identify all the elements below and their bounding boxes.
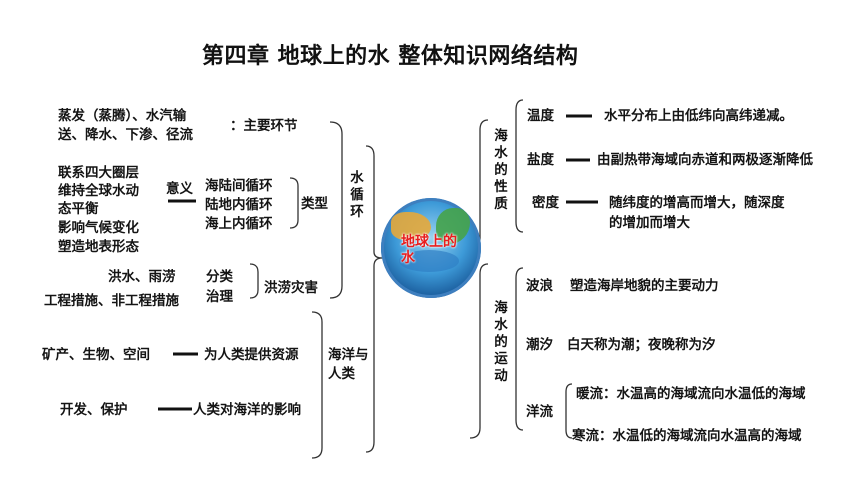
left-main-brace <box>365 145 383 453</box>
significance-item: 维持全球水动 <box>58 183 139 199</box>
globe-land <box>391 212 431 240</box>
flood-mid-governance: 治理 <box>206 289 233 305</box>
significance-item: 影响气候变化 <box>58 220 139 236</box>
ocean-human-label-line1: 海洋与 <box>328 347 369 363</box>
flood-mid-category: 分类 <box>206 269 233 285</box>
ocean-human-brace <box>311 311 323 459</box>
density-desc-line2: 的增加而增大 <box>609 215 690 231</box>
motion-brace <box>515 267 524 431</box>
tides-name: 潮汐 <box>526 337 553 353</box>
density-desc: 随纬度的增高而增大，随深度 <box>609 195 785 211</box>
motion-outer-brace <box>469 263 489 439</box>
currents-name: 洋流 <box>526 404 553 420</box>
significance-label: 意义 <box>166 181 193 197</box>
significance-item: 联系四大圈层 <box>58 165 139 181</box>
resources-right: 为人类提供资源 <box>204 347 299 363</box>
main-links-line2: 送、降水、下渗、径流 <box>58 127 193 143</box>
properties-label: 海水的性质 <box>494 128 508 212</box>
density-name: 密度 <box>532 195 559 211</box>
water-cycle-brace <box>329 121 343 299</box>
waves-name: 波浪 <box>526 278 553 294</box>
waves-desc: 塑造海岸地貌的主要动力 <box>570 278 719 294</box>
type-item: 陆地内循环 <box>205 197 273 213</box>
impact-right: 人类对海洋的影响 <box>193 402 301 418</box>
types-brace <box>289 177 299 229</box>
impact-left: 开发、保护 <box>60 402 128 418</box>
center-label: 地球上的水 <box>401 234 457 266</box>
water-cycle-label: 水循环 <box>350 170 364 220</box>
type-item: 海上内循环 <box>205 216 273 232</box>
properties-brace <box>515 99 524 233</box>
cold-current-desc: 寒流：水温低的海域流向水温高的海域 <box>572 428 802 444</box>
temperature-desc: 水平分布上由低纬向高纬递减。 <box>604 108 793 124</box>
significance-item: 塑造地表形态 <box>58 239 139 255</box>
main-links-label: ：主要环节 <box>230 118 298 134</box>
ocean-human-label-line2: 人类 <box>328 366 355 382</box>
flood-label: 洪涝灾害 <box>264 280 318 296</box>
globe-water <box>399 250 459 272</box>
flood-governance-items: 工程措施、非工程措施 <box>44 293 179 309</box>
significance-item: 态平衡 <box>58 201 99 217</box>
resources-left: 矿产、生物、空间 <box>42 347 150 363</box>
page-title: 第四章 地球上的水 整体知识网络结构 <box>202 44 579 69</box>
flood-category-items: 洪水、雨涝 <box>108 269 176 285</box>
types-label: 类型 <box>301 196 328 212</box>
earth-globe: 地球上的水 <box>381 198 481 298</box>
salinity-desc: 由副热带海域向赤道和两极逐渐降低 <box>597 152 813 168</box>
motion-label: 海水的运动 <box>494 300 508 384</box>
temperature-name: 温度 <box>527 108 554 124</box>
main-links-line1: 蒸发（蒸腾）、水汽输 <box>58 108 187 124</box>
type-item: 海陆间循环 <box>205 178 273 194</box>
warm-current-desc: 暖流：水温高的海域流向水温低的海域 <box>576 386 806 402</box>
salinity-name: 盐度 <box>527 152 554 168</box>
flood-brace <box>249 263 259 299</box>
tides-desc: 白天称为潮；夜晚称为汐 <box>567 337 716 353</box>
currents-brace <box>565 383 573 439</box>
